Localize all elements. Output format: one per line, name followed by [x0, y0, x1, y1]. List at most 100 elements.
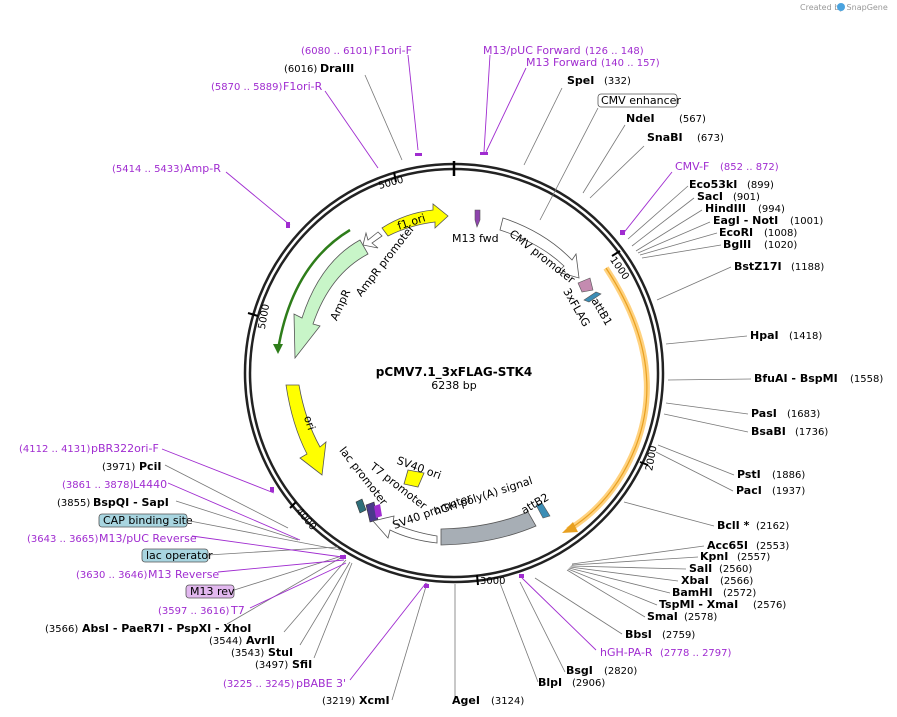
svg-text:(2906): (2906) — [572, 678, 605, 689]
feature-cmv-promoter[interactable] — [499, 217, 580, 279]
cap-binding-site-box[interactable]: CAP binding site — [98, 513, 193, 528]
site-hpai[interactable]: HpaI(1418) — [750, 329, 822, 342]
svg-text:(2759): (2759) — [662, 630, 695, 641]
feature-ampr-promoter[interactable] — [362, 231, 383, 249]
lac-operator-box[interactable]: lac operator — [141, 548, 213, 563]
site-bsabi[interactable]: BsaBI(1736) — [751, 425, 828, 438]
svg-text:Eco53kI: Eco53kI — [689, 178, 737, 191]
primer-pbabe-3[interactable]: (3225 .. 3245)pBABE 3' — [223, 677, 346, 690]
site-tspmi-xmai[interactable]: TspMI - XmaI(2576) — [659, 598, 786, 611]
svg-text:StuI: StuI — [268, 646, 293, 659]
feature-sv40-ori[interactable] — [403, 469, 425, 488]
primer-m13-reverse[interactable]: (3630 .. 3646)M13 Reverse — [76, 568, 219, 581]
svg-text:(6080 .. 6101): (6080 .. 6101) — [301, 46, 373, 57]
site-bbsi[interactable]: BbsI(2759) — [625, 628, 695, 641]
feature-ampr[interactable] — [293, 239, 369, 360]
site-stui[interactable]: (3543)StuI — [231, 646, 293, 659]
svg-text:AvrII: AvrII — [246, 634, 275, 647]
svg-text:BfuAI - BspMI: BfuAI - BspMI — [754, 372, 838, 385]
site-eco53ki[interactable]: Eco53kI(899) — [689, 178, 774, 191]
svg-text:M13/pUC Reverse: M13/pUC Reverse — [99, 532, 197, 545]
primer-m13-forward[interactable]: M13 Forward(140 .. 157) — [526, 56, 660, 69]
svg-text:(140 .. 157): (140 .. 157) — [601, 58, 660, 69]
feature-hgh-polya[interactable] — [440, 511, 537, 546]
svg-text:(3971): (3971) — [102, 462, 135, 473]
site-psti[interactable]: PstI(1886) — [737, 468, 805, 481]
site-kpni[interactable]: KpnI(2557) — [700, 550, 770, 563]
primer-f1ori-f[interactable]: (6080 .. 6101)F1ori-F — [301, 44, 412, 57]
site-sali[interactable]: SalI(2560) — [689, 562, 752, 575]
site-saci[interactable]: SacI(901) — [697, 190, 760, 203]
site-acc65i[interactable]: Acc65I(2553) — [707, 539, 789, 552]
svg-text:5000: 5000 — [257, 303, 272, 330]
site-bcli[interactable]: BclI *(2162) — [717, 519, 789, 532]
svg-text:(5870 .. 5889): (5870 .. 5889) — [211, 82, 283, 93]
site-draiii[interactable]: (6016)DraIII — [284, 62, 354, 75]
site-bspqi-sapi[interactable]: (3855)BspQI - SapI — [57, 496, 169, 509]
primer-t7[interactable]: (3597 .. 3616)T7 — [158, 604, 245, 617]
site-sfii[interactable]: (3497)SfiI — [255, 658, 312, 671]
primer-hgh-pa-r[interactable]: hGH-PA-R(2778 .. 2797) — [600, 646, 732, 659]
site-ecori[interactable]: EcoRI(1008) — [719, 226, 797, 239]
svg-text:CMV-F: CMV-F — [675, 160, 709, 173]
svg-text:(3219): (3219) — [322, 696, 355, 707]
site-eagi-noti[interactable]: EagI - NotI(1001) — [713, 214, 823, 227]
feature-attb2[interactable] — [535, 502, 551, 519]
site-xbai[interactable]: XbaI(2566) — [681, 574, 753, 587]
svg-text:(1001): (1001) — [790, 216, 823, 227]
cmv-enhancer-box[interactable]: CMV enhancer — [597, 93, 681, 108]
site-paci[interactable]: PacI(1937) — [736, 484, 805, 497]
site-xcmi[interactable]: (3219)XcmI — [322, 694, 390, 707]
primer-pbr322ori-f[interactable]: (4112 .. 4131)pBR322ori-F — [19, 442, 159, 455]
site-leader-lines — [164, 74, 752, 701]
svg-text:L4440: L4440 — [133, 478, 167, 491]
svg-text:(2566): (2566) — [720, 576, 753, 587]
site-hindiii[interactable]: HindIII(994) — [705, 202, 785, 215]
svg-text:M13 rev: M13 rev — [190, 585, 235, 598]
m13-rev-box[interactable]: M13 rev — [185, 584, 235, 599]
primer-m13-puc-reverse[interactable]: (3643 .. 3665)M13/pUC Reverse — [27, 532, 197, 545]
svg-text:(3124): (3124) — [491, 696, 524, 707]
site-blpi[interactable]: BlpI(2906) — [538, 676, 605, 689]
svg-text:(2576): (2576) — [753, 600, 786, 611]
svg-text:(3566): (3566) — [45, 624, 78, 635]
primer-l4440[interactable]: (3861 .. 3878)L4440 — [62, 478, 167, 491]
primer-f1ori-r[interactable]: (5870 .. 5889)F1ori-R — [211, 80, 323, 93]
site-absi-xhoi[interactable]: (3566) AbsI - PaeR7I - PspXI - XhoI — [45, 622, 251, 635]
feature-3xflag[interactable] — [583, 291, 602, 303]
feature-attb1[interactable] — [577, 277, 594, 293]
svg-text:(2778 .. 2797): (2778 .. 2797) — [660, 648, 732, 659]
site-smai[interactable]: SmaI(2578) — [647, 610, 717, 623]
site-spei[interactable]: SpeI(332) — [567, 74, 631, 87]
svg-text:BspQI - SapI: BspQI - SapI — [93, 496, 169, 509]
feature-sv40-promoter[interactable] — [372, 515, 438, 544]
svg-text:AgeI: AgeI — [452, 694, 480, 707]
svg-text:BsaBI: BsaBI — [751, 425, 786, 438]
feature-lac-promoter[interactable] — [355, 498, 367, 514]
site-avrii[interactable]: (3544)AvrII — [209, 634, 275, 647]
site-agei[interactable]: AgeI (3124) — [452, 694, 524, 707]
site-pcii[interactable]: (3971)PciI — [102, 460, 161, 473]
svg-text:(994): (994) — [758, 204, 785, 215]
svg-text:(2578): (2578) — [684, 612, 717, 623]
feature-m13-fwd[interactable] — [474, 209, 481, 228]
site-pasi[interactable]: PasI(1683) — [751, 407, 820, 420]
svg-text:(126 .. 148): (126 .. 148) — [585, 46, 644, 57]
feature-label-ori: ori — [301, 414, 318, 432]
site-bamhi[interactable]: BamHI(2572) — [672, 586, 756, 599]
primer-m13-puc-forward[interactable]: M13/pUC Forward(126 .. 148) — [483, 44, 644, 57]
svg-text:AbsI - PaeR7I - PspXI - XhoI: AbsI - PaeR7I - PspXI - XhoI — [82, 622, 251, 635]
site-ndei[interactable]: NdeI(567) — [626, 112, 706, 125]
primer-cmv-f[interactable]: CMV-F(852 .. 872) — [675, 160, 779, 173]
site-bstz17i[interactable]: BstZ17I(1188) — [734, 260, 824, 273]
svg-text:Amp-R: Amp-R — [184, 162, 221, 175]
site-snabi[interactable]: SnaBI(673) — [647, 131, 724, 144]
site-bglii[interactable]: BglII(1020) — [723, 238, 797, 251]
site-bfuai-bspmi[interactable]: BfuAI - BspMI(1558) — [754, 372, 883, 385]
site-bsgi[interactable]: BsgI(2820) — [566, 664, 637, 677]
svg-text:3000: 3000 — [480, 576, 505, 587]
primer-amp-r[interactable]: (5414 .. 5433)Amp-R — [112, 162, 221, 175]
feature-ori[interactable] — [285, 384, 327, 476]
svg-text:(3861 .. 3878): (3861 .. 3878) — [62, 480, 134, 491]
feature-f1-ori[interactable] — [381, 203, 449, 237]
